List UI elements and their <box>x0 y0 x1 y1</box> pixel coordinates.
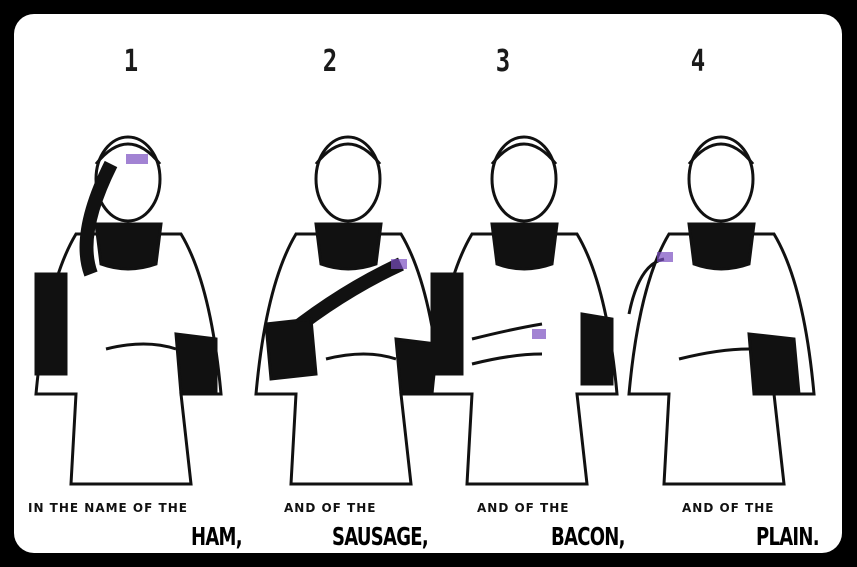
caption-3: AND OF THE <box>477 501 570 515</box>
altar-boy-figure-2 <box>254 135 443 486</box>
ash-mark-icon <box>532 329 546 339</box>
ash-mark-icon <box>126 154 148 164</box>
ash-mark-icon <box>391 259 407 269</box>
ash-mark-icon <box>657 252 673 262</box>
punchline-word-2: SAUSAGE, <box>332 522 429 551</box>
altar-boy-figure-4 <box>627 135 816 486</box>
altar-boy-figure-1 <box>34 135 223 486</box>
panel-number-2: 2 <box>322 44 338 79</box>
comic-card: 1 2 3 4 <box>14 14 842 553</box>
caption-1: IN THE NAME OF THE <box>28 501 188 515</box>
caption-2: AND OF THE <box>284 501 377 515</box>
punchline-word-4: PLAIN. <box>756 522 820 551</box>
panel-number-1: 1 <box>123 44 139 79</box>
panel-number-4: 4 <box>690 44 706 79</box>
panel-number-3: 3 <box>495 44 511 79</box>
caption-4: AND OF THE <box>682 501 775 515</box>
punchline-word-1: HAM, <box>191 522 243 551</box>
altar-boy-figure-3 <box>430 135 619 486</box>
punchline-word-3: BACON, <box>551 522 625 551</box>
